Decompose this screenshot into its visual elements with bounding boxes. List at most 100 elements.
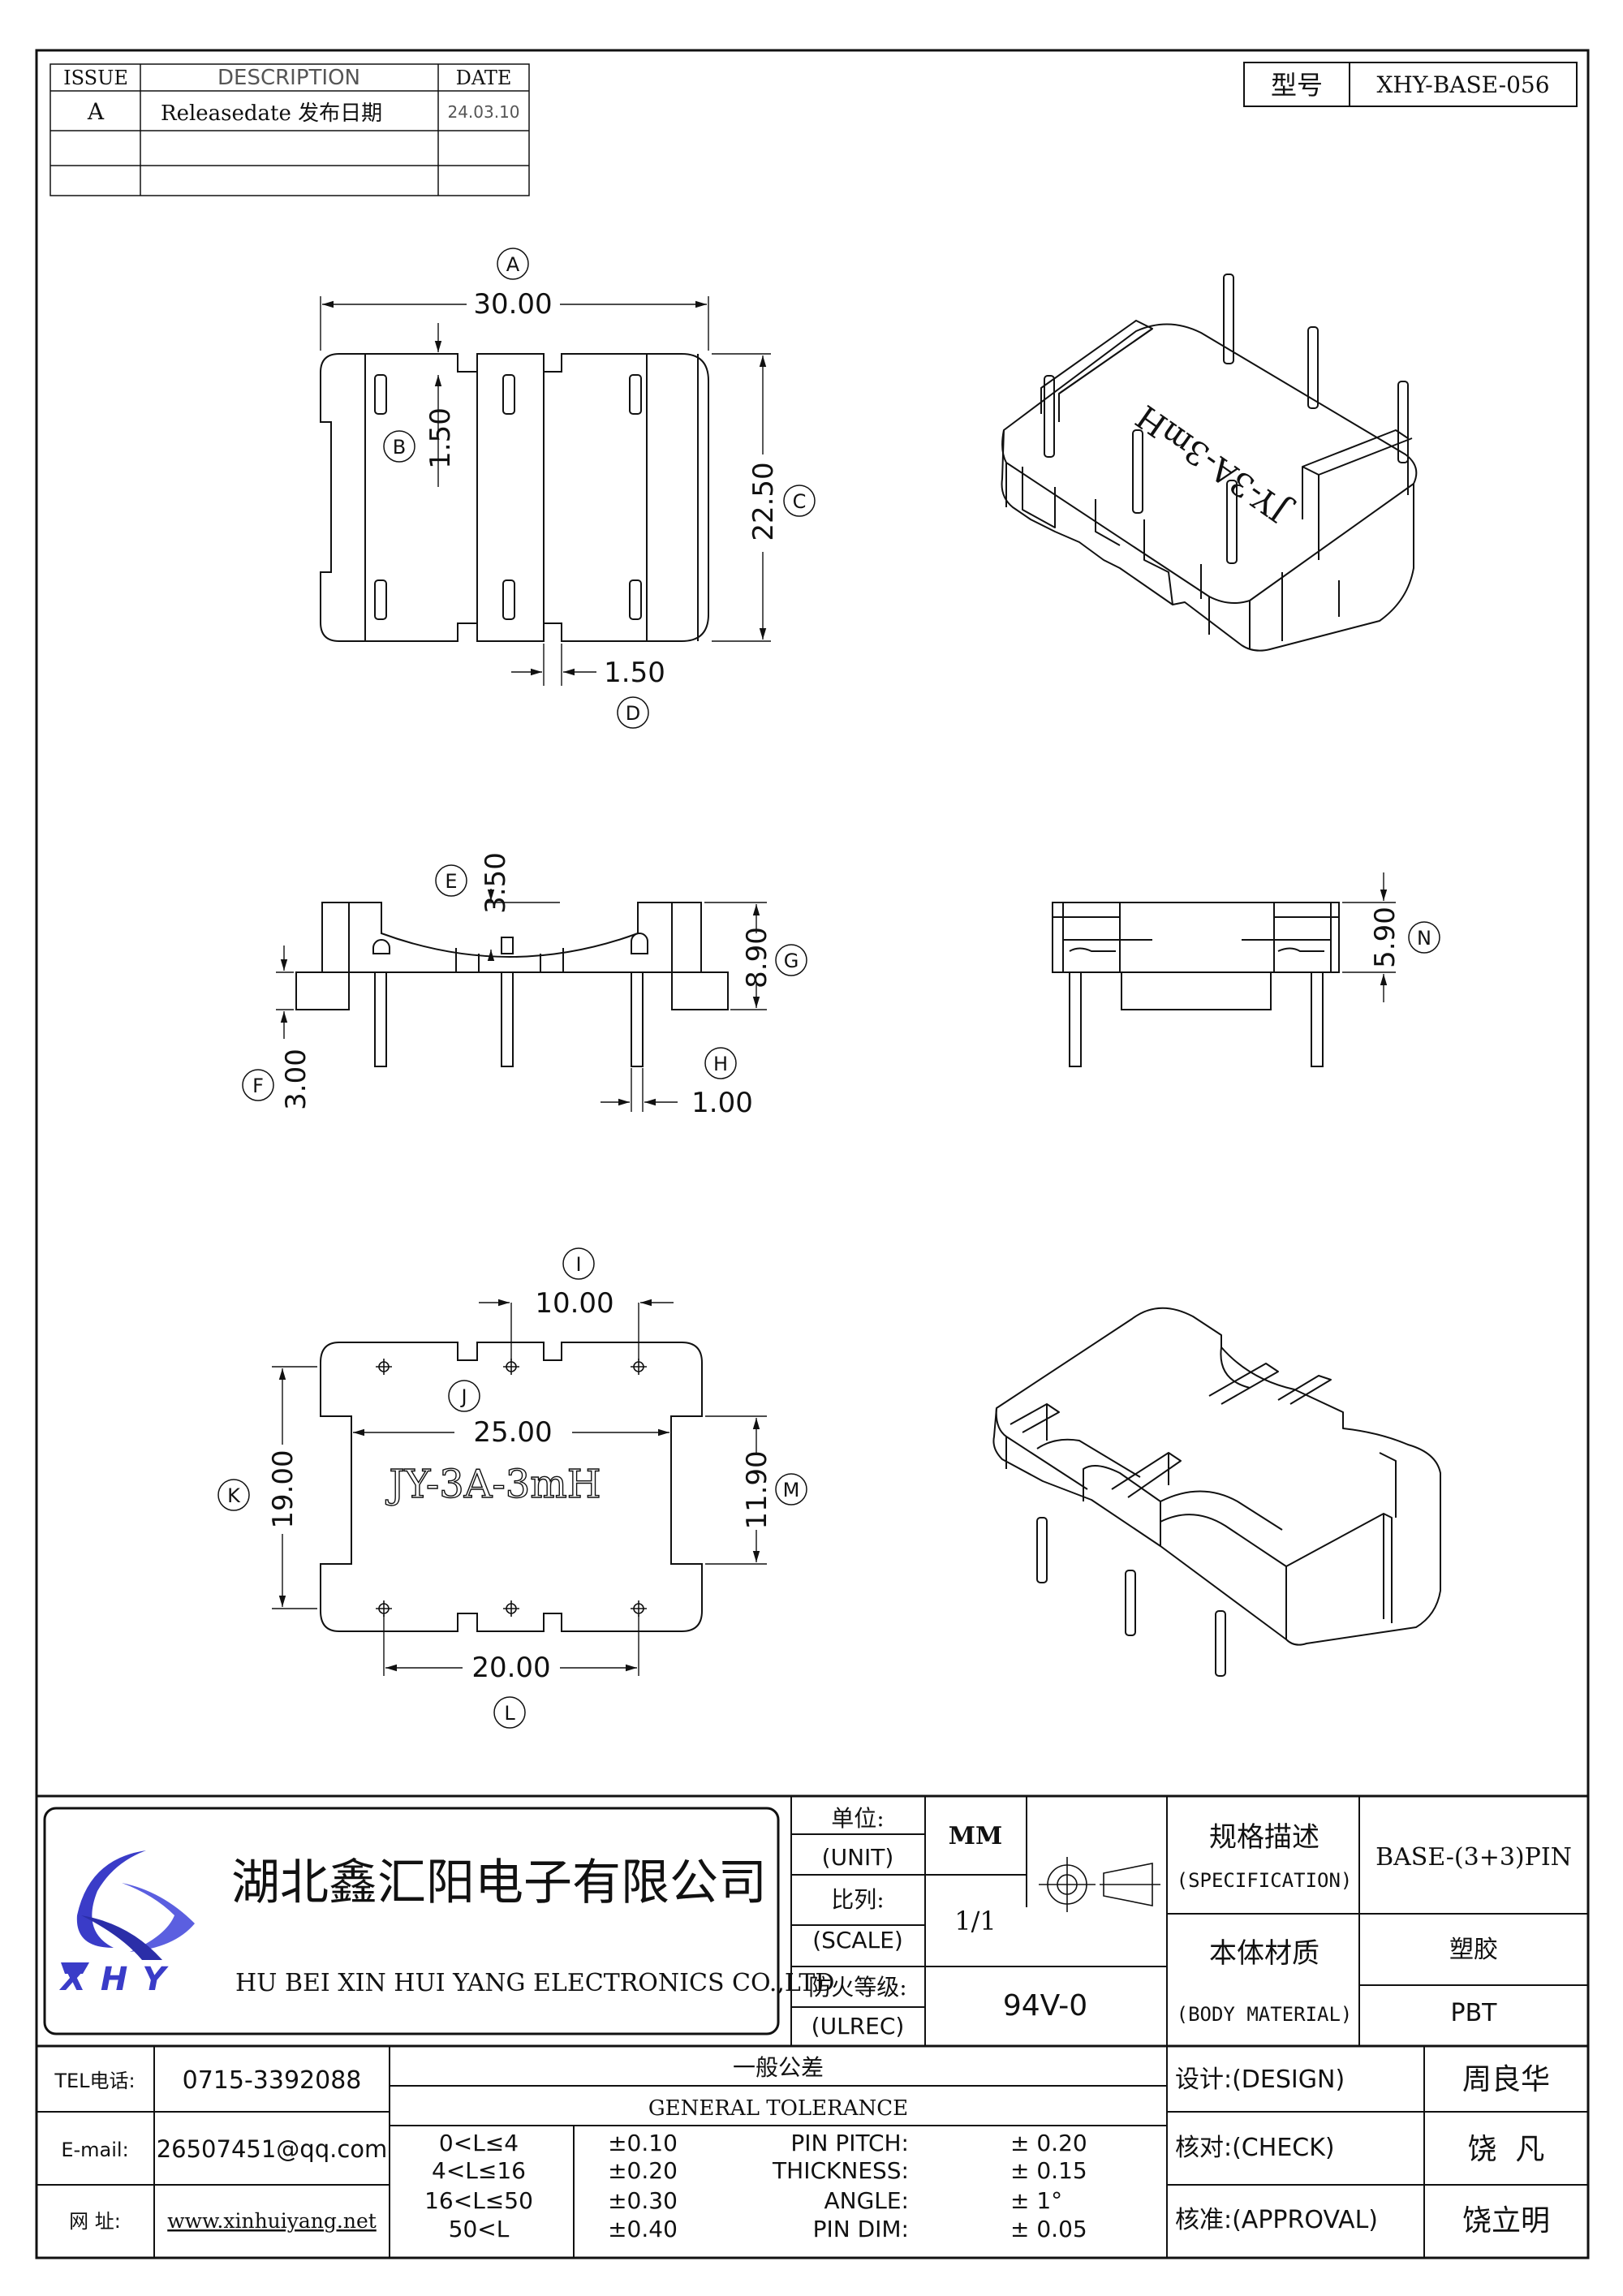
approval-label: 核准:(APPROVAL): [1175, 2206, 1378, 2234]
bottom-marking: JY-3A-3mH: [385, 1462, 601, 1507]
tol-item-3: ANGLE:: [824, 2187, 909, 2214]
dim-g-tag-circle: [775, 944, 807, 976]
side-view: [1052, 902, 1340, 1067]
title-block-grid: [36, 1794, 1588, 2258]
material-label-cn: 本体材质: [1209, 1937, 1319, 1970]
dim-a-tag-circle: [497, 248, 529, 280]
dim-m-lines: [705, 1415, 767, 1565]
material-label-en: (BODY MATERIAL): [1177, 2003, 1353, 2026]
dim-k-tag: K: [227, 1484, 241, 1507]
revision-table: [50, 63, 530, 196]
design-label: 设计:(DESIGN): [1175, 2066, 1345, 2094]
dim-f-tag-circle: [242, 1069, 274, 1101]
tol-item-value-3: ± 1°: [1010, 2187, 1062, 2214]
dim-i-tag: I: [575, 1253, 581, 1276]
dim-n-value: 5.90: [1369, 907, 1401, 968]
tolerance-title-en: GENERAL TOLERANCE: [648, 2096, 908, 2121]
rev-header-issue: ISSUE: [63, 67, 128, 89]
dim-g-tag: G: [784, 950, 799, 972]
tol-range-4: 50<L: [449, 2216, 510, 2242]
dim-a-tag: A: [506, 253, 520, 276]
dim-n-tag-circle: [1408, 921, 1440, 954]
bottom-pin-holes: [376, 1359, 647, 1617]
dim-e-lines: [487, 889, 560, 961]
tol-value-3: ±0.30: [608, 2187, 678, 2214]
tol-item-4: PIN DIM:: [813, 2216, 909, 2242]
dim-h-value: 1.00: [691, 1087, 753, 1119]
bottom-view: [320, 1342, 703, 1632]
dim-j-value: 25.00: [473, 1416, 552, 1449]
ulrec-label-cn: 防火等级:: [808, 1974, 906, 2001]
dim-m-value: 11.90: [741, 1450, 773, 1529]
dim-i-tag-circle: [562, 1247, 595, 1280]
dim-b-value: 1.50: [424, 407, 457, 469]
material-value: PBT: [1451, 1999, 1498, 2027]
dim-f-value: 3.00: [280, 1049, 312, 1110]
tol-item-2: THICKNESS:: [772, 2157, 909, 2184]
dim-a-lines: [320, 296, 709, 351]
rev-row-description: Releasedate 发布日期: [161, 101, 382, 126]
dim-f-lines: [276, 946, 294, 1039]
scale-label-en: (SCALE): [812, 1927, 903, 1954]
iso-view-bottom: [992, 1307, 1441, 1677]
tol-value-2: ±0.20: [608, 2157, 678, 2184]
dim-n-lines: [1342, 872, 1396, 1002]
model-value: XHY-BASE-056: [1376, 71, 1549, 98]
tol-range-2: 4<L≤16: [432, 2157, 526, 2184]
dim-i-lines: [479, 1299, 674, 1360]
tol-item-value-2: ± 0.15: [1010, 2157, 1087, 2184]
company-name-en: HU BEI XIN HUI YANG ELECTRONICS CO.,LTD: [235, 1969, 834, 1997]
material-value-cn: 塑胶: [1449, 1936, 1498, 1964]
spec-value: BASE-(3+3)PIN: [1375, 1843, 1572, 1872]
tol-item-value-4: ± 0.05: [1010, 2216, 1087, 2242]
model-box: [1243, 62, 1578, 107]
tel-value: 0715-3392088: [183, 2066, 362, 2095]
dim-k-lines: [272, 1366, 317, 1609]
dim-m-tag-circle: [775, 1473, 807, 1506]
company-name-cn: 湖北鑫汇阳电子有限公司: [231, 1854, 767, 1911]
dim-i-value: 10.00: [535, 1287, 613, 1320]
check-value: 饶 凡: [1468, 2133, 1545, 2166]
dim-h-tag: H: [713, 1053, 728, 1075]
front-view: [295, 902, 729, 1067]
approval-value: 饶立明: [1462, 2204, 1550, 2238]
rev-header-description: DESCRIPTION: [217, 66, 360, 90]
company-logo-text: XHY: [58, 1961, 180, 1998]
dim-d-tag-circle: [617, 696, 649, 729]
dim-n-tag: N: [1417, 927, 1431, 950]
tel-label: TEL电话:: [54, 2070, 135, 2092]
projection-symbol-icon: [1039, 1857, 1160, 1912]
dim-j-tag: J: [459, 1385, 467, 1408]
dim-e-value: 3.50: [480, 852, 512, 914]
dim-c-lines: [712, 353, 771, 642]
scale-label-cn: 比列:: [831, 1886, 884, 1913]
tol-value-1: ±0.10: [608, 2130, 678, 2156]
iso-view-top: [1001, 274, 1418, 652]
sheet-border: [35, 49, 1590, 2259]
spec-label-cn: 规格描述: [1209, 1821, 1319, 1854]
dim-b-tag: B: [393, 436, 406, 459]
tol-item-1: PIN PITCH:: [790, 2130, 909, 2156]
unit-value: MM: [949, 1822, 1002, 1850]
dim-l-value: 20.00: [471, 1652, 550, 1684]
tolerance-title-cn: 一般公差: [733, 2054, 824, 2081]
dim-b-tag-circle: [383, 430, 415, 463]
dim-e-tag: E: [445, 870, 457, 893]
dim-c-tag: C: [793, 490, 807, 513]
dim-m-tag: M: [783, 1479, 800, 1501]
dim-g-value: 8.90: [741, 927, 773, 989]
iso-top-marking: JY-3A-3mH: [1130, 397, 1298, 531]
dim-d-value: 1.50: [604, 657, 665, 689]
dim-j-tag-circle: [448, 1380, 480, 1412]
dim-d-lines: [511, 644, 596, 686]
web-value-link[interactable]: www.xinhuiyang.net: [167, 2209, 377, 2233]
design-value: 周良华: [1462, 2063, 1550, 2096]
ulrec-label-en: (ULREC): [812, 2013, 905, 2040]
web-label: 网 址:: [69, 2210, 121, 2233]
dim-l-lines: [383, 1615, 639, 1676]
rev-header-date: DATE: [456, 67, 512, 89]
email-label: E-mail:: [61, 2139, 128, 2161]
dim-f-tag: F: [252, 1075, 264, 1097]
dim-l-tag: L: [504, 1702, 515, 1725]
